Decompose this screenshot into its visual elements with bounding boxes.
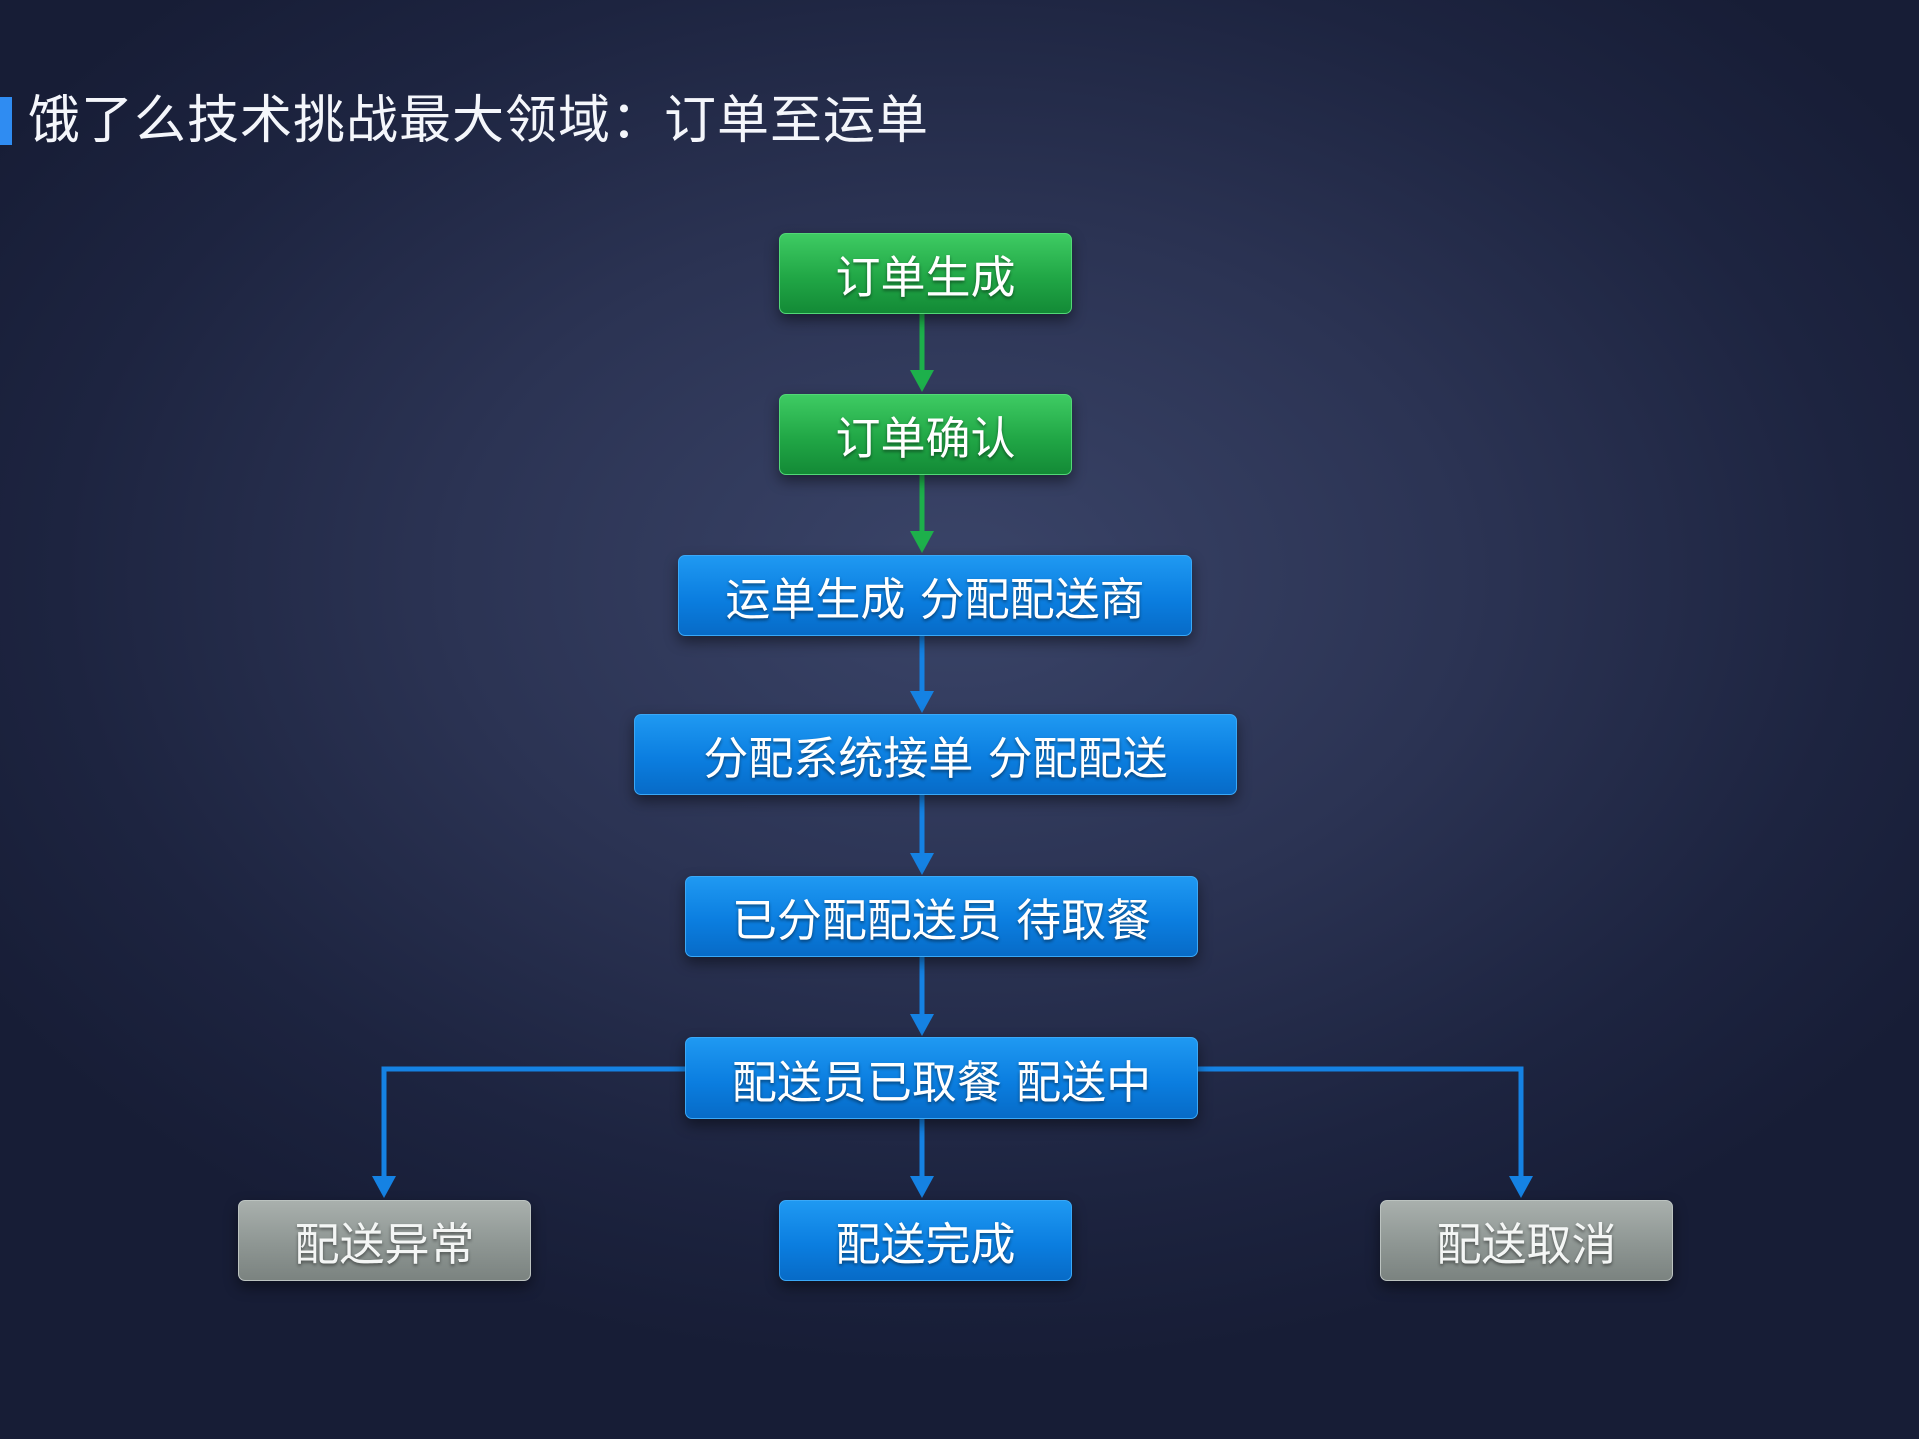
green-arrowheads: [910, 370, 934, 553]
arrowhead-8: [1509, 1176, 1533, 1198]
step-order-confirmed: 订单确认: [779, 394, 1072, 475]
step-dispatch-accepted-label: 分配系统接单 分配配送: [703, 732, 1168, 785]
step-rider-picked-up: 配送员已取餐 配送中: [685, 1037, 1198, 1119]
step-order-created: 订单生成: [779, 233, 1072, 314]
arrowhead-5: [910, 1014, 934, 1036]
step-waybill-created: 运单生成 分配配送商: [678, 555, 1192, 636]
step-delivery-cancelled: 配送取消: [1380, 1200, 1673, 1281]
step-delivery-exception: 配送异常: [238, 1200, 531, 1281]
step-delivery-completed-label: 配送完成: [835, 1218, 1016, 1271]
arrow-pickedup-to-cancelled: [1198, 1066, 1524, 1178]
title-accent-bar: [0, 97, 12, 145]
arrowhead-1: [910, 370, 934, 392]
step-order-confirmed-label: 订单确认: [835, 412, 1016, 465]
step-delivery-exception-label: 配送异常: [294, 1218, 475, 1271]
step-dispatch-accepted: 分配系统接单 分配配送: [634, 714, 1237, 795]
arrowhead-4: [910, 853, 934, 875]
arrowhead-2: [910, 531, 934, 553]
arrow-pickedup-to-exception: [381, 1066, 685, 1178]
blue-connectors: [381, 636, 1524, 1178]
page-title: 饿了么技术挑战最大领域：订单至运单: [28, 91, 930, 151]
step-delivery-completed: 配送完成: [779, 1200, 1072, 1281]
step-waybill-created-label: 运单生成 分配配送商: [725, 573, 1145, 626]
blue-arrowheads: [372, 691, 1533, 1198]
arrowhead-3: [910, 691, 934, 713]
step-order-created-label: 订单生成: [835, 251, 1016, 304]
step-rider-assigned-label: 已分配配送员 待取餐: [731, 894, 1152, 947]
arrowhead-7: [372, 1176, 396, 1198]
step-delivery-cancelled-label: 配送取消: [1436, 1218, 1617, 1271]
step-rider-assigned: 已分配配送员 待取餐: [685, 876, 1198, 957]
arrowhead-6: [910, 1176, 934, 1198]
step-rider-picked-up-label: 配送员已取餐 配送中: [731, 1055, 1152, 1109]
